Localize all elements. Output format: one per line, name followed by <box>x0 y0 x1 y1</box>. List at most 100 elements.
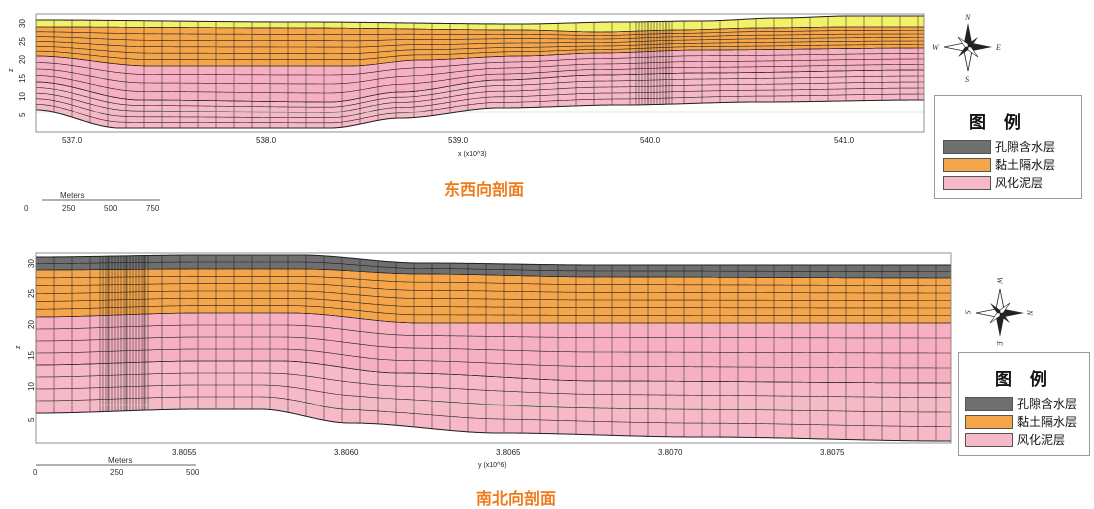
ns-scale-bar: Meters 0 250 500 <box>33 456 200 477</box>
layer-grid-line <box>35 268 951 279</box>
layer-grid-line <box>35 33 925 42</box>
ns-x-axis-title: y (x10^6) <box>478 462 507 469</box>
compass-s-label: S <box>965 75 969 84</box>
legend-north-south: 图 例 孔隙含水层 黏土隔水层 风化泥层 <box>958 352 1090 456</box>
ew-z-tick: 10 <box>18 92 27 101</box>
ew-x-ticks: 537.0 538.0 539.0 540.0 541.0 <box>62 136 855 145</box>
layer-grid-line <box>35 336 951 354</box>
ns-z-tick: 5 <box>27 417 36 422</box>
layer-grid-line <box>35 93 925 124</box>
legend-east-west: 图 例 孔隙含水层 黏土隔水层 风化泥层 <box>934 95 1082 199</box>
scale-bar-label: 500 <box>186 468 200 477</box>
layer-aquifer <box>36 255 951 278</box>
legend-title: 图 例 <box>969 113 1027 133</box>
ew-plot-area <box>35 15 925 129</box>
base-outline <box>35 99 925 129</box>
ns-x-ticks: 3.8055 3.8060 3.8065 3.8070 3.8075 <box>172 448 845 457</box>
ew-x-tick: 538.0 <box>256 136 277 145</box>
section-title-north-south: 南北向剖面 <box>476 489 557 508</box>
legend-swatch-weathered <box>965 433 1013 447</box>
surface-outline <box>35 254 951 266</box>
layer-grid-line <box>35 64 925 94</box>
layer-weathered <box>36 361 951 441</box>
ew-x-tick: 537.0 <box>62 136 83 145</box>
ew-profile-chart: 30 25 20 15 10 5 z 537.0 538.0 539.0 540… <box>8 13 1001 213</box>
scale-bar-label: 750 <box>146 204 160 213</box>
legend-label: 黏土隔水层 <box>1017 415 1078 429</box>
legend-swatch-aquifer <box>965 397 1013 411</box>
ew-x-axis-title: x (x10^3) <box>458 151 487 158</box>
layer-grid-line <box>35 26 924 33</box>
legend-swatch-aquifer <box>943 140 991 154</box>
ns-z-axis-title: z <box>15 345 22 349</box>
section-title-east-west: 东西向剖面 <box>444 180 525 199</box>
ew-z-tick: 15 <box>18 74 27 83</box>
ew-z-tick: 5 <box>18 112 27 117</box>
layer-grid-line <box>35 75 925 108</box>
legend-label: 孔隙含水层 <box>995 140 1056 154</box>
scale-bar-label: 0 <box>24 204 29 213</box>
legend-swatch-clay <box>965 415 1013 429</box>
compass-w-label: W <box>932 43 940 52</box>
legend-title: 图 例 <box>995 370 1053 390</box>
layer-weathered-upper <box>36 313 951 383</box>
ew-x-tick: 541.0 <box>834 136 855 145</box>
compass-n-label: N <box>964 13 971 22</box>
legend-label: 黏土隔水层 <box>995 158 1056 172</box>
scale-bar-title: Meters <box>60 191 84 200</box>
compass-s-label: S <box>963 310 972 314</box>
layer-grid-line <box>35 283 951 294</box>
compass-rose-icon: N S E W <box>963 277 1034 346</box>
ns-z-tick: 25 <box>27 289 36 298</box>
legend-label: 孔隙含水层 <box>1017 397 1078 411</box>
ns-z-tick: 30 <box>27 259 36 268</box>
layer-grid-line <box>35 372 951 398</box>
layer-grid-line <box>35 44 925 61</box>
ew-plot-frame <box>35 13 925 133</box>
ew-scale-bar: Meters 0 250 500 750 <box>24 191 160 213</box>
ew-z-tick: 30 <box>18 19 27 28</box>
layer-grid-line <box>35 305 951 316</box>
layer-grid-line <box>35 37 925 48</box>
scale-bar-label: 500 <box>104 204 118 213</box>
ns-z-tick: 20 <box>27 320 36 329</box>
ns-x-tick: 3.8070 <box>658 448 683 457</box>
layer-clay <box>36 269 951 323</box>
legend-label: 风化泥层 <box>995 176 1044 190</box>
scale-bar-label: 250 <box>110 468 124 477</box>
legend-swatch-clay <box>943 158 991 172</box>
ew-z-tick: 25 <box>18 37 27 46</box>
compass-w-label: W <box>995 277 1004 285</box>
ew-z-ticks: 30 25 20 15 10 5 <box>18 19 27 117</box>
layer-grid-line <box>35 261 951 272</box>
ns-x-tick: 3.8060 <box>334 448 359 457</box>
layer-grid-line <box>35 69 925 103</box>
compass-e-label: E <box>995 43 1001 52</box>
ns-z-tick: 15 <box>27 351 36 360</box>
ns-x-tick: 3.8055 <box>172 448 197 457</box>
compass-e-label: E <box>995 340 1004 346</box>
layer-grid-line <box>35 47 925 67</box>
ew-x-tick: 540.0 <box>640 136 661 145</box>
section-east-west: 30 25 20 15 10 5 z 537.0 538.0 539.0 540… <box>0 0 1094 215</box>
layer-grid-line <box>35 40 925 54</box>
legend-label: 风化泥层 <box>1017 433 1066 447</box>
ew-z-tick: 20 <box>18 55 27 64</box>
ns-z-ticks: 30 25 20 15 10 5 <box>27 259 36 422</box>
layer-grid-line <box>35 298 951 309</box>
section-north-south: 30 25 20 15 10 5 z 3.8055 3.8060 3.8065 … <box>0 215 1094 509</box>
ns-z-tick: 10 <box>27 382 36 391</box>
ns-x-tick: 3.8075 <box>820 448 845 457</box>
scale-bar-label: 0 <box>33 468 38 477</box>
layer-grid-line <box>35 312 951 324</box>
scale-bar-title: Meters <box>108 456 132 465</box>
ns-profile-chart: 30 25 20 15 10 5 z 3.8055 3.8060 3.8065 … <box>15 252 1034 477</box>
layer-grid-line <box>35 348 951 369</box>
legend-swatch-weathered <box>943 176 991 190</box>
layer-grid-line <box>35 81 925 113</box>
layer-grid-line <box>35 396 951 427</box>
layer-grid-line <box>35 324 951 339</box>
ns-x-tick: 3.8065 <box>496 448 521 457</box>
layer-grid-line <box>35 360 951 384</box>
scale-bar-label: 250 <box>62 204 76 213</box>
